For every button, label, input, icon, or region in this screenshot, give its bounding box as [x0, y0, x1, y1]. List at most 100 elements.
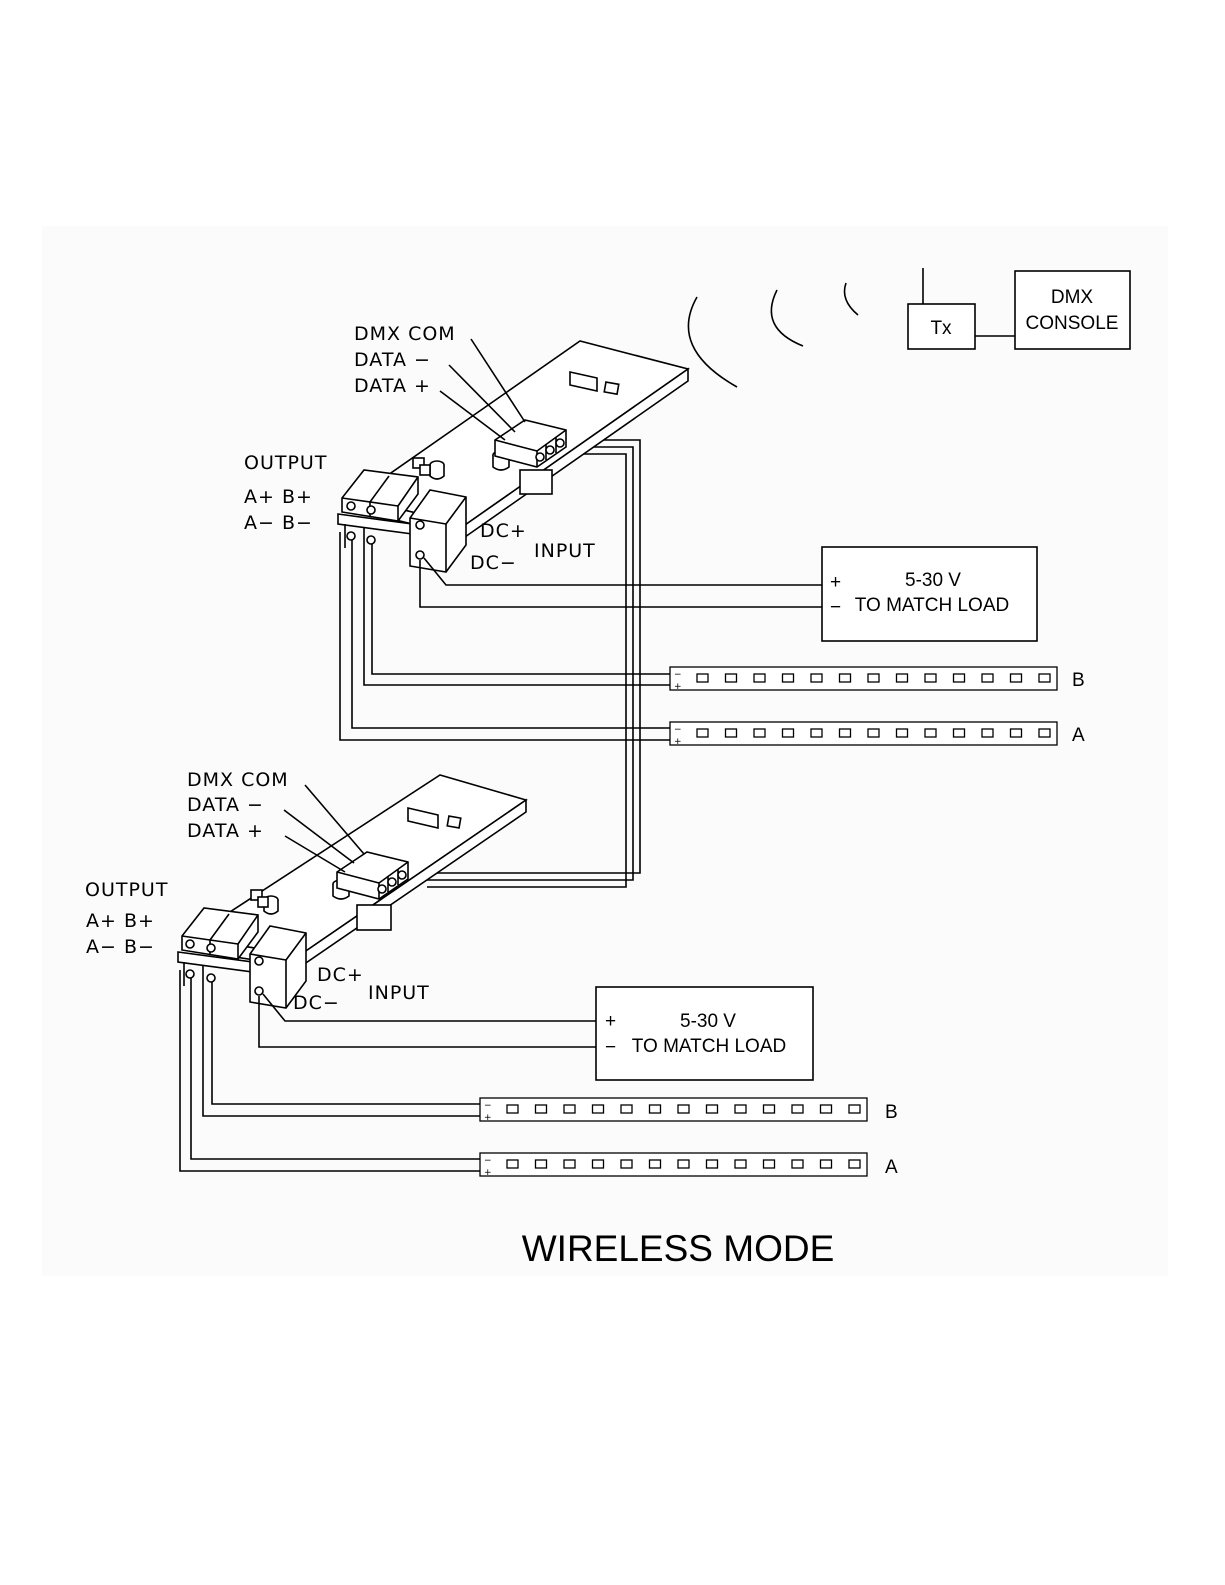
strip-plus-label: +: [674, 682, 682, 692]
led-segment: [536, 1105, 547, 1113]
led-segment: [593, 1105, 604, 1113]
strip-minus-label: −: [484, 1101, 492, 1111]
data-plus-terminal: [556, 439, 564, 447]
dc-minus-label: DC−: [470, 552, 517, 574]
led-segment: [897, 674, 908, 682]
data-minus-terminal: [388, 878, 396, 886]
led-segment: [792, 1105, 803, 1113]
psu-minus-label: −: [605, 1037, 616, 1058]
led-segment: [982, 674, 993, 682]
led-segment: [811, 729, 822, 737]
output-label: OUTPUT: [85, 879, 168, 901]
output-plus-label: A+ B+: [244, 486, 313, 508]
led-segment: [1039, 674, 1050, 682]
led-segment: [735, 1105, 746, 1113]
led-segment: [954, 674, 965, 682]
dc-plus-terminal: [416, 521, 424, 529]
console-label-line1: DMX: [1051, 287, 1094, 308]
input-label: INPUT: [534, 540, 596, 562]
led-segment: [954, 729, 965, 737]
led-segment: [840, 674, 851, 682]
data-minus-label: DATA −: [354, 349, 431, 371]
led-segment: [678, 1105, 689, 1113]
led-segment: [621, 1160, 632, 1168]
led-segment: [507, 1160, 518, 1168]
dc-plus-label: DC+: [317, 964, 364, 986]
input-label: INPUT: [368, 982, 430, 1004]
strip-plus-label: +: [484, 1168, 492, 1178]
led-segment: [1011, 729, 1022, 737]
dc-minus-label: DC−: [293, 992, 340, 1014]
dmx-com-label: DMX COM: [354, 323, 456, 345]
led-strip-a: − + A: [480, 1153, 898, 1178]
led-segment: [925, 729, 936, 737]
led-segment: [1039, 729, 1050, 737]
led-segment: [650, 1160, 661, 1168]
led-segment: [982, 729, 993, 737]
power-supply: + − 5-30 V TO MATCH LOAD: [596, 987, 813, 1080]
radio-waves: [688, 283, 858, 387]
psu-minus-label: −: [830, 597, 841, 618]
strip-name-label: A: [1072, 725, 1085, 746]
led-segment: [821, 1160, 832, 1168]
power-supply: + − 5-30 V TO MATCH LOAD: [822, 547, 1037, 641]
dmx-com-label: DMX COM: [187, 769, 289, 791]
data-plus-terminal: [398, 871, 406, 879]
strip-plus-label: +: [674, 737, 682, 747]
strip-name-label: A: [885, 1157, 898, 1178]
decoder-2: DMX COM DATA − DATA + OUTPUT A+ B+ A− B−…: [85, 769, 898, 1178]
dc-minus-terminal: [416, 551, 424, 559]
output-terminal-block: [178, 908, 260, 986]
strip-minus-label: −: [674, 725, 682, 735]
led-segment: [849, 1105, 860, 1113]
data-plus-label: DATA +: [187, 820, 264, 842]
led-segment: [726, 729, 737, 737]
led-segment: [897, 729, 908, 737]
led-segment: [783, 674, 794, 682]
dmx-com-terminal: [378, 885, 386, 893]
led-segment: [754, 674, 765, 682]
data-minus-label: DATA −: [187, 794, 264, 816]
strip-minus-label: −: [674, 670, 682, 680]
led-segment: [735, 1160, 746, 1168]
power-supply-box: [596, 987, 813, 1080]
led-strip-a: − + A: [670, 722, 1085, 747]
output-label: OUTPUT: [244, 452, 327, 474]
output-minus-label: A− B−: [86, 936, 155, 958]
led-strip-b: − + B: [480, 1098, 898, 1123]
led-segment: [564, 1160, 575, 1168]
data-plus-label: DATA +: [354, 375, 431, 397]
output-plus-label: A+ B+: [86, 910, 155, 932]
led-segment: [536, 1160, 547, 1168]
led-segment: [764, 1105, 775, 1113]
led-segment: [564, 1105, 575, 1113]
transmitter-label: Tx: [930, 318, 952, 339]
led-segment: [868, 674, 879, 682]
led-segment: [868, 729, 879, 737]
strip-name-label: B: [885, 1102, 898, 1123]
strip-name-label: B: [1072, 670, 1085, 691]
transmitter: Tx: [908, 268, 975, 349]
output-terminal-block: [338, 470, 420, 548]
data-minus-terminal: [546, 446, 554, 454]
led-segment: [726, 674, 737, 682]
psu-note-label: TO MATCH LOAD: [632, 1036, 786, 1057]
dc-plus-label: DC+: [480, 520, 527, 542]
psu-plus-label: +: [830, 572, 841, 593]
console-box: [1015, 271, 1130, 349]
dc-plus-terminal: [255, 957, 263, 965]
led-segment: [849, 1160, 860, 1168]
led-segment: [650, 1105, 661, 1113]
decoder-1: DMX COM DATA − DATA + OUTPUT A+ B+ A− B−…: [244, 323, 1085, 747]
dc-minus-terminal: [255, 987, 263, 995]
diagram-title: WIRELESS MODE: [522, 1228, 835, 1269]
dmx-console: DMX CONSOLE: [1015, 271, 1130, 349]
led-segment: [697, 674, 708, 682]
psu-plus-label: +: [605, 1011, 616, 1032]
led-segment: [925, 674, 936, 682]
led-strip-b: − + B: [670, 667, 1085, 692]
psu-voltage-label: 5-30 V: [905, 570, 961, 591]
console-label-line2: CONSOLE: [1026, 313, 1119, 334]
strip-plus-label: +: [484, 1113, 492, 1123]
